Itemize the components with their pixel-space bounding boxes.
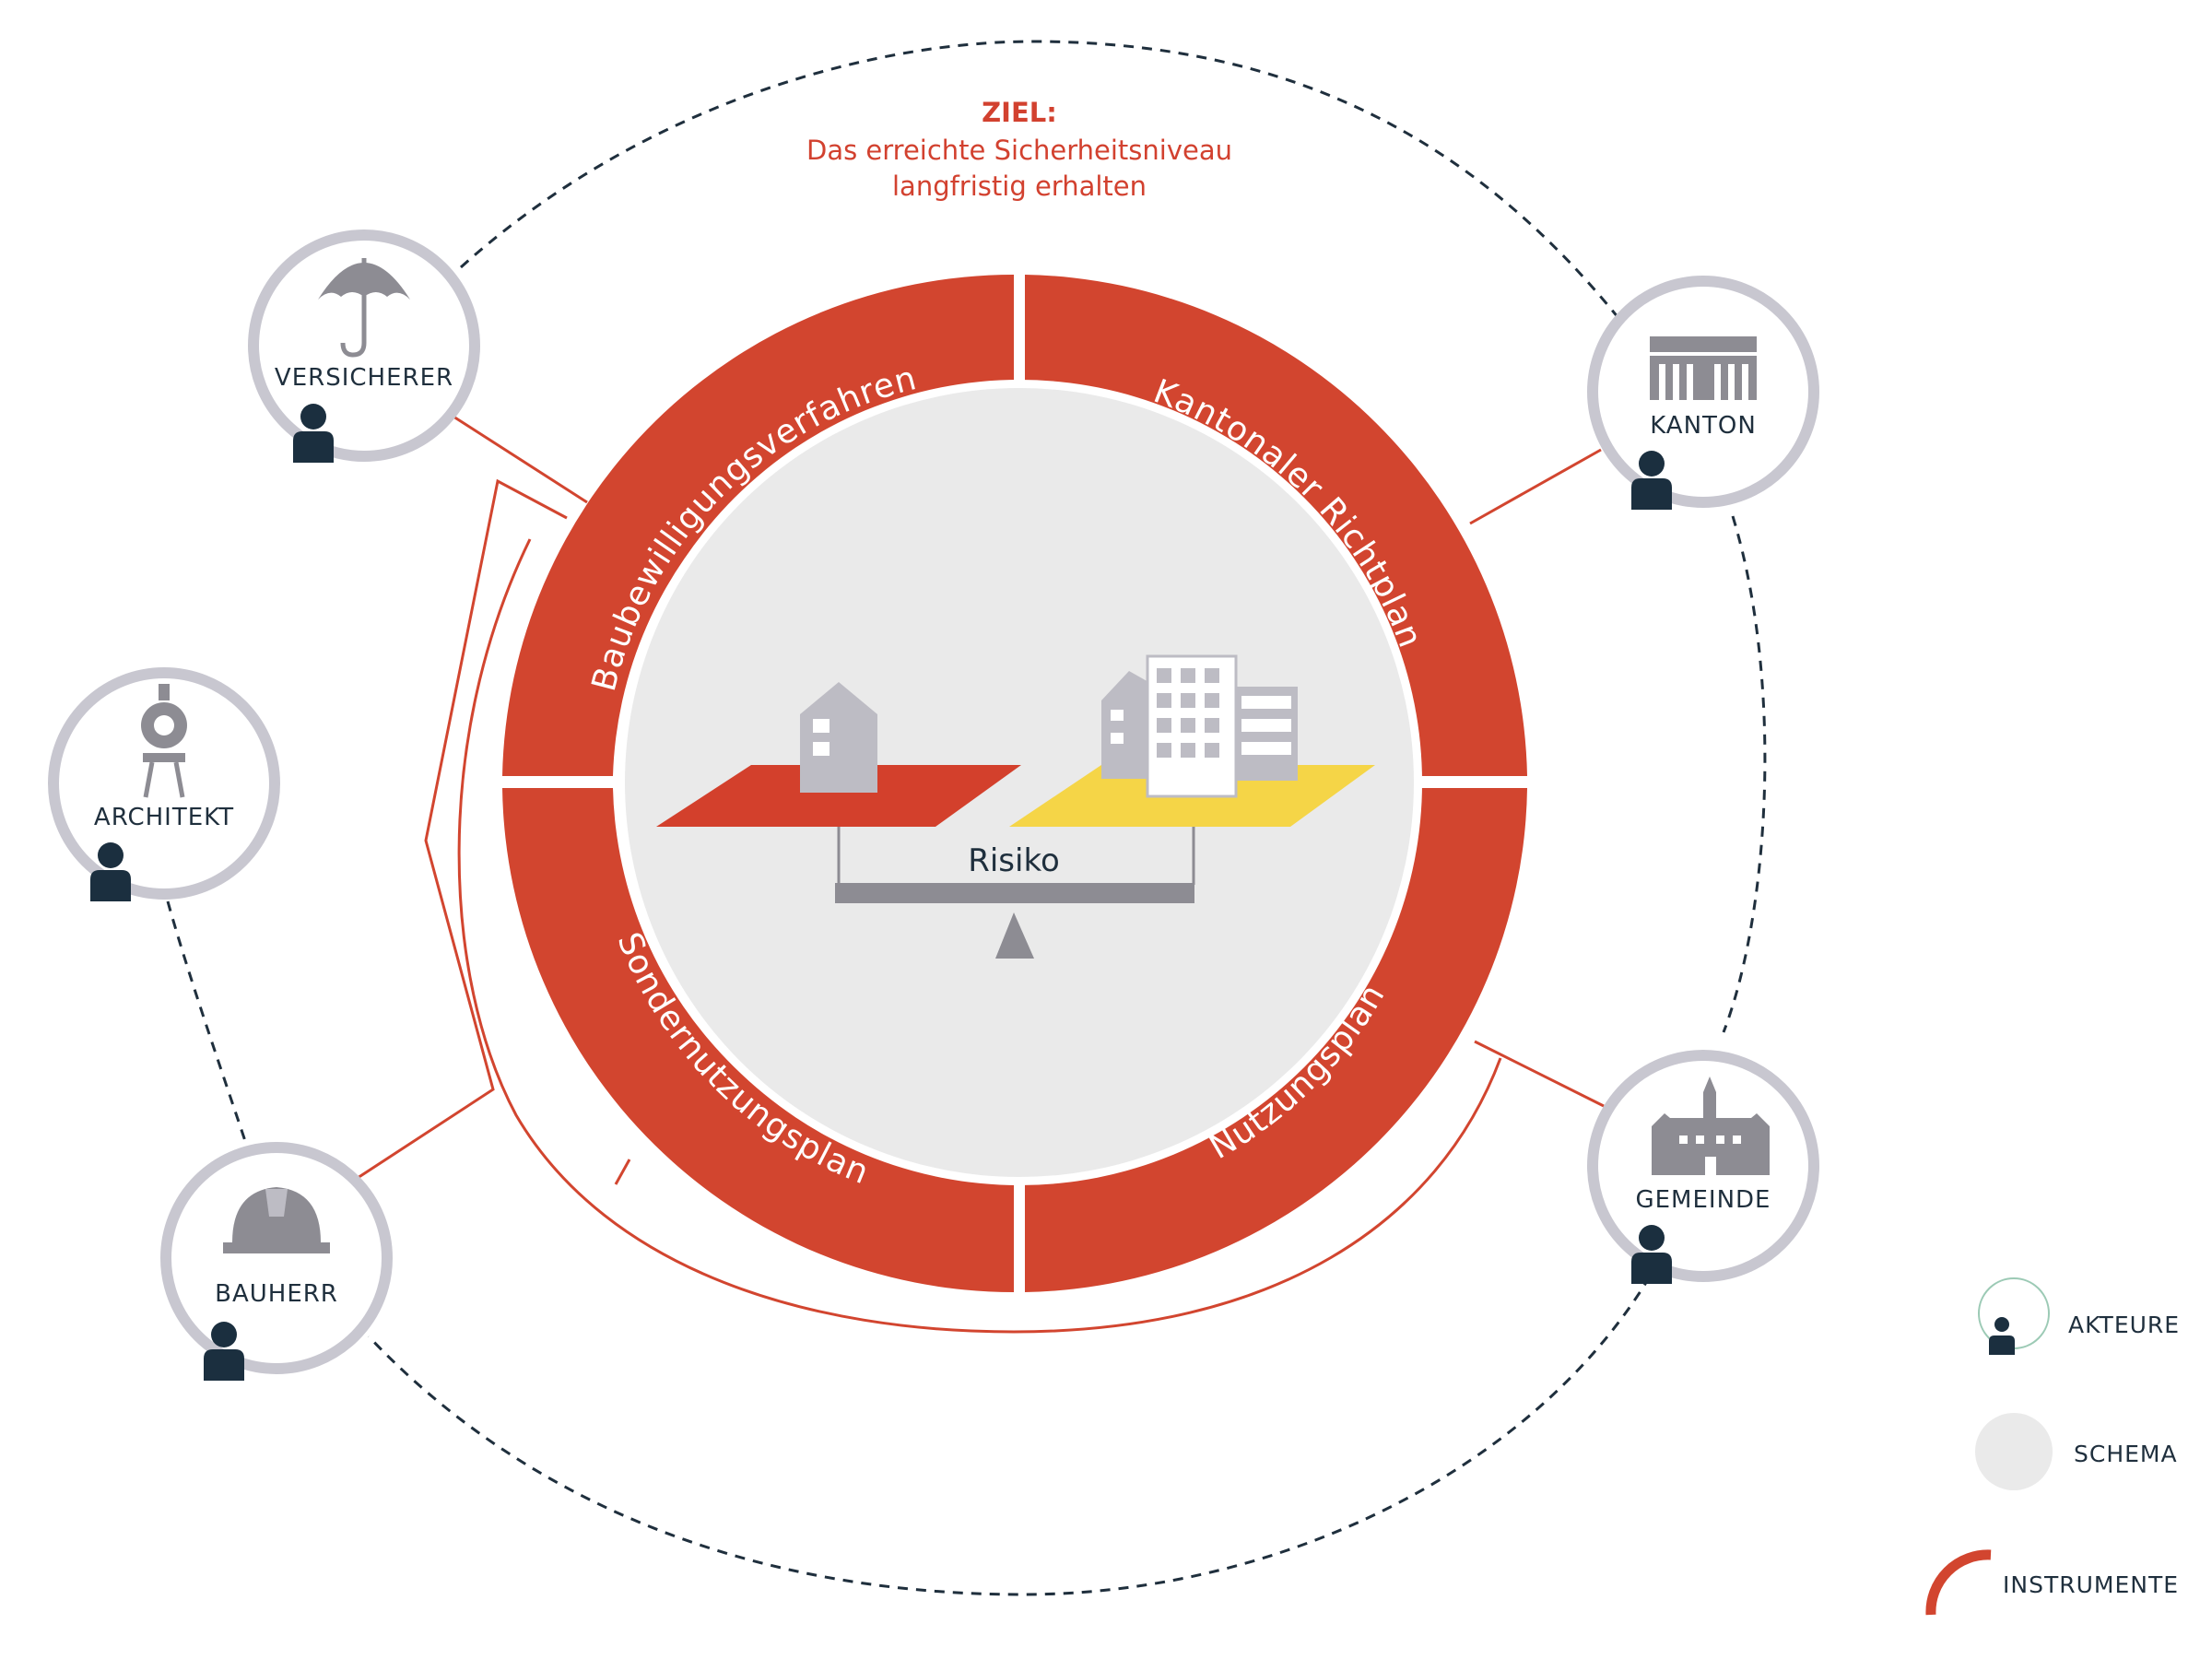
instrument-legend-icon [1925,1549,1992,1616]
goal-title: ZIEL: [982,97,1057,128]
connector-kanton [1469,448,1602,525]
hard-hat-icon [223,1187,330,1253]
legend-item-akteure: AKTEURE [1978,1277,2180,1355]
actor-label-architekt: ARCHITEKT [94,804,234,831]
instrument-segment-bottom-left [502,788,1014,1292]
instrument-segment-bottom-right [1025,788,1527,1292]
person-icon [204,1322,244,1381]
actor-label-kanton: KANTON [1650,412,1757,440]
scale-beam [837,827,1195,885]
actor-gemeinde[interactable]: GEMEINDE [1587,1050,1819,1284]
drafting-compass-icon [141,684,187,798]
connector-instrument-bracket [614,1159,631,1185]
actor-label-gemeinde: GEMEINDE [1635,1186,1771,1214]
legend-label-akteure: AKTEURE [2068,1312,2180,1338]
legend: AKTEURE SCHEMA INSTRUMENTE [1925,1277,2180,1616]
person-icon [1631,1225,1672,1284]
connector-gemeinde [1474,1040,1605,1108]
connector-bauherr-inner [457,538,1502,1334]
legend-label-schema: SCHEMA [2074,1441,2178,1467]
legend-item-instrumente: INSTRUMENTE [1925,1549,2179,1616]
legend-label-instrumente: INSTRUMENTE [2003,1571,2179,1598]
connector-bauherr [357,478,568,1180]
schema-disc [625,388,1414,1177]
small-house-icon [800,682,877,793]
connector-versicherer [453,415,588,504]
outer-dashed-orbit [166,40,1767,1596]
actor-bauherr[interactable]: BAUHERR [160,1142,393,1381]
goal-line-2: langfristig erhalten [892,171,1147,202]
red-hazard-zone [656,765,1021,827]
risk-label: Risiko [968,842,1060,879]
actor-versicherer[interactable]: VERSICHERER [248,229,480,463]
actor-architekt[interactable]: ARCHITEKT [48,667,280,901]
city-buildings-icon [1101,654,1298,798]
schema-legend-icon [1975,1413,2053,1490]
actor-label-bauherr: BAUHERR [215,1280,338,1308]
umbrella-icon [318,258,410,358]
scale-fulcrum [995,912,1034,959]
government-building-icon [1650,336,1757,400]
actor-label-versicherer: VERSICHERER [275,364,453,392]
actor-legend-icon [1989,1317,2015,1355]
legend-item-schema: SCHEMA [1975,1413,2178,1490]
risk-scale-illustration: Risiko [656,654,1375,959]
person-icon [1631,451,1672,510]
person-icon [90,842,131,901]
scale-bar [835,883,1194,903]
town-hall-icon [1652,1077,1770,1175]
person-icon [293,404,334,463]
actor-kanton[interactable]: KANTON [1587,276,1819,510]
goal-line-1: Das erreichte Sicherheitsniveau [806,135,1232,166]
instrument-segment-top-left [502,274,1014,776]
instrument-segment-top-right [1025,275,1527,776]
actor-connectors [357,415,1605,1334]
goal-block: ZIEL: Das erreichte Sicherheitsniveau la… [806,97,1232,202]
